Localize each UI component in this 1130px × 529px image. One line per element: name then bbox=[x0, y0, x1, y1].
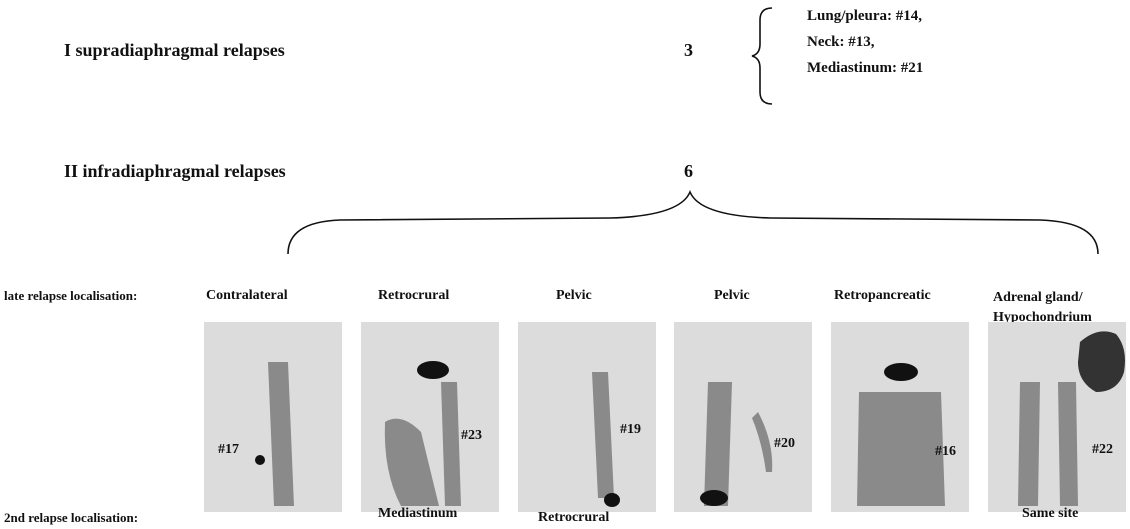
late-site-label: Pelvic bbox=[714, 288, 750, 304]
anatomy-panel-17: #17 bbox=[204, 322, 342, 512]
patient-id: #22 bbox=[1092, 442, 1113, 458]
second-site-label: Same site bbox=[1022, 506, 1078, 522]
lesion-marker bbox=[700, 490, 728, 506]
late-relapse-row-label: late relapse localisation: bbox=[4, 288, 137, 304]
patient-id: #17 bbox=[218, 442, 239, 458]
anatomy-diagram bbox=[361, 322, 499, 512]
lesion-marker bbox=[255, 455, 265, 465]
late-site-label: Retrocrural bbox=[378, 288, 449, 304]
patient-id: #16 bbox=[935, 444, 956, 460]
lesion-marker bbox=[417, 361, 449, 379]
lesion-marker bbox=[1078, 331, 1125, 392]
lesion-marker bbox=[604, 493, 620, 507]
late-site-label: Pelvic bbox=[556, 288, 592, 304]
patient-id: #20 bbox=[774, 436, 795, 452]
late-site-label: Retropancreatic bbox=[834, 288, 931, 304]
infra-brace-icon bbox=[280, 190, 1110, 260]
lesion-marker bbox=[884, 363, 918, 381]
anatomy-diagram bbox=[831, 322, 969, 512]
second-site-label: Mediastinum bbox=[378, 506, 457, 522]
anatomy-panel-23: #23 bbox=[361, 322, 499, 512]
late-site-label: Contralateral bbox=[206, 288, 288, 304]
infra-label: II infradiaphragmal relapses bbox=[64, 161, 286, 182]
supra-count: 3 bbox=[684, 40, 693, 61]
anatomy-diagram bbox=[674, 322, 812, 512]
anatomy-diagram bbox=[204, 322, 342, 512]
infra-count: 6 bbox=[684, 161, 693, 182]
patient-id: #19 bbox=[620, 422, 641, 438]
anatomy-panel-16: #16 bbox=[831, 322, 969, 512]
supra-label: I supradiaphragmal relapses bbox=[64, 40, 285, 61]
anatomy-panel-22: #22 bbox=[988, 322, 1126, 512]
anatomy-diagram bbox=[518, 322, 656, 512]
anatomy-panel-20: #20 bbox=[674, 322, 812, 512]
anatomy-diagram bbox=[988, 322, 1126, 512]
patient-id: #23 bbox=[461, 428, 482, 444]
supra-brace-icon bbox=[750, 6, 790, 106]
supra-site-neck: Neck: #13, bbox=[807, 32, 875, 52]
supra-site-lung: Lung/pleura: #14, bbox=[807, 6, 922, 26]
second-site-label: Retrocrural bbox=[538, 510, 609, 526]
anatomy-panel-19: #19 bbox=[518, 322, 656, 512]
supra-site-mediastinum: Mediastinum: #21 bbox=[807, 58, 923, 78]
second-relapse-row-label: 2nd relapse localisation: bbox=[4, 510, 138, 526]
